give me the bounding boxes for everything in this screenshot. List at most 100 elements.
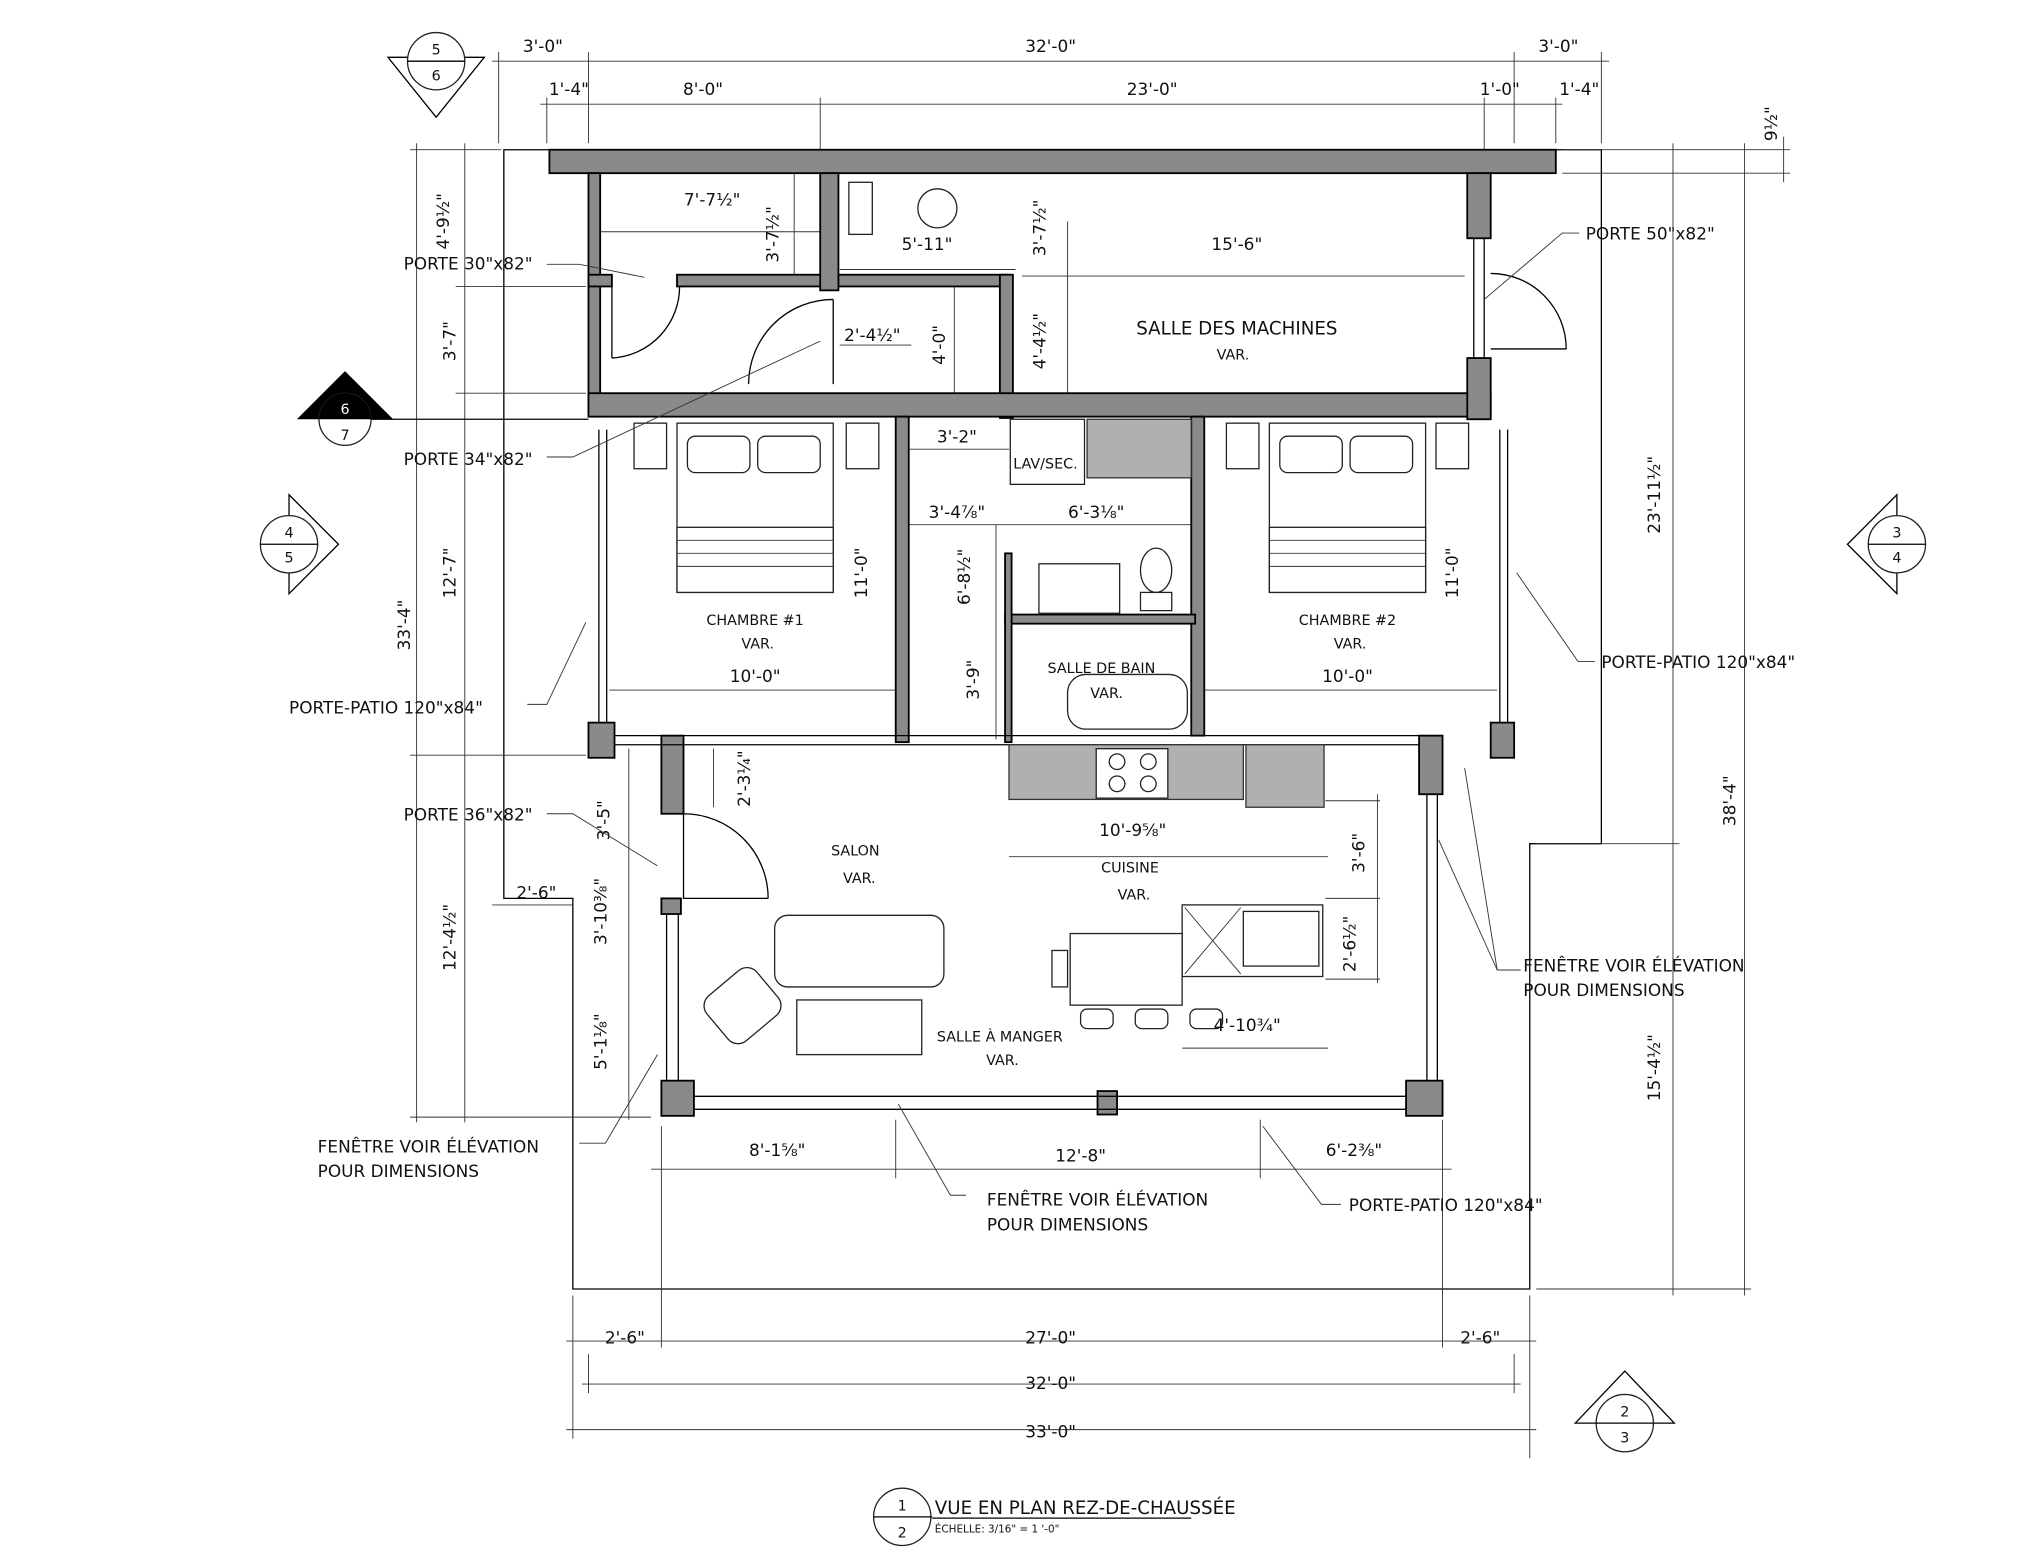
svg-text:6'-2⅜": 6'-2⅜" (1326, 1140, 1382, 1160)
svg-text:2'-3¼": 2'-3¼" (734, 750, 754, 806)
svg-text:4'-10¾": 4'-10¾" (1214, 1015, 1281, 1035)
svg-text:3'-0": 3'-0" (1538, 36, 1578, 56)
plan-title: VUE EN PLAN REZ-DE-CHAUSSÉE (935, 1497, 1236, 1519)
leader-lines (527, 232, 1595, 1205)
svg-text:VAR.: VAR. (986, 1053, 1019, 1069)
note-porte-30: PORTE 30"x82" (404, 254, 533, 274)
svg-text:2'-6": 2'-6" (1460, 1328, 1500, 1348)
room-salle-a-manger: SALLE À MANGER (937, 1028, 1063, 1046)
svg-text:15'-6": 15'-6" (1211, 234, 1262, 254)
furniture (633, 181, 1470, 1056)
svg-text:VAR.: VAR. (1217, 347, 1250, 363)
svg-text:5: 5 (284, 550, 293, 566)
plan-scale: ÉCHELLE: 3/16" = 1 '-0" (935, 1522, 1060, 1535)
svg-text:8'-0": 8'-0" (683, 79, 723, 99)
room-salle-des-machines: SALLE DES MACHINES (1136, 319, 1337, 340)
svg-text:3'-4⅞": 3'-4⅞" (929, 502, 985, 522)
svg-text:5'-1⅛": 5'-1⅛" (591, 1013, 611, 1069)
svg-text:3'-9": 3'-9" (963, 660, 983, 700)
svg-text:2'-6½": 2'-6½" (1339, 916, 1359, 972)
svg-text:2'-6": 2'-6" (605, 1328, 645, 1348)
room-salle-de-bain: SALLE DE BAIN (1048, 661, 1156, 677)
svg-text:12'-7": 12'-7" (440, 547, 460, 598)
svg-text:6: 6 (340, 402, 349, 418)
svg-text:4: 4 (284, 526, 293, 542)
svg-text:6: 6 (432, 69, 441, 85)
svg-text:38'-4": 38'-4" (1719, 775, 1739, 826)
svg-text:7'-7½": 7'-7½" (684, 190, 740, 210)
svg-text:FENÊTRE VOIR ÉLÉVATION: FENÊTRE VOIR ÉLÉVATION (987, 1189, 1208, 1210)
svg-text:11'-0": 11'-0" (851, 547, 871, 598)
svg-text:23'-0": 23'-0" (1127, 79, 1178, 99)
note-porte-36: PORTE 36"x82" (404, 804, 533, 824)
svg-text:2'-4½": 2'-4½" (844, 325, 900, 345)
svg-text:33'-4": 33'-4" (394, 600, 414, 651)
svg-text:32'-0": 32'-0" (1025, 1373, 1076, 1393)
svg-text:15'-4½": 15'-4½" (1644, 1034, 1664, 1101)
svg-text:7: 7 (340, 428, 349, 444)
svg-text:32'-0": 32'-0" (1025, 36, 1076, 56)
section-marker-4-5: 45 (259, 493, 340, 596)
note-patio-left: PORTE-PATIO 120"x84" (289, 698, 483, 718)
svg-text:POUR DIMENSIONS: POUR DIMENSIONS (987, 1214, 1148, 1234)
svg-text:1: 1 (898, 1498, 907, 1514)
svg-text:POUR DIMENSIONS: POUR DIMENSIONS (318, 1161, 479, 1181)
svg-text:11'-0": 11'-0" (1442, 547, 1462, 598)
svg-text:8'-1⅝": 8'-1⅝" (749, 1140, 805, 1160)
svg-text:4'-4½": 4'-4½" (1029, 313, 1049, 369)
room-cuisine: CUISINE (1101, 860, 1159, 876)
note-porte-50: PORTE 50"x82" (1586, 224, 1715, 244)
svg-text:10'-0": 10'-0" (1322, 666, 1373, 686)
svg-text:10'-9⅝": 10'-9⅝" (1099, 820, 1166, 840)
svg-text:FENÊTRE VOIR ÉLÉVATION: FENÊTRE VOIR ÉLÉVATION (318, 1135, 539, 1156)
dimension-texts: 3'-0" 32'-0" 3'-0" 1'-4" 8'-0" 23'-0" 1'-0" 1'… (394, 36, 1781, 1441)
svg-text:1'-4": 1'-4" (549, 79, 589, 99)
svg-text:3'-2": 3'-2" (937, 427, 977, 447)
svg-text:9½": 9½" (1761, 106, 1781, 141)
svg-text:1'-4": 1'-4" (1559, 79, 1599, 99)
svg-text:2'-6": 2'-6" (516, 882, 556, 902)
var-tags: VAR. VAR. VAR. VAR. VAR. VAR. VAR. (741, 347, 1366, 1069)
room-lav-sec: LAV/SEC. (1013, 457, 1077, 473)
section-marker-6-7: 67 (296, 371, 589, 446)
svg-text:3: 3 (1892, 526, 1901, 542)
door-swings (611, 272, 1567, 900)
room-salon: SALON (831, 843, 880, 859)
svg-text:6'-3⅛": 6'-3⅛" (1068, 502, 1124, 522)
site-outline (503, 149, 1603, 1290)
svg-text:3'-5": 3'-5" (593, 800, 613, 840)
svg-text:4: 4 (1892, 550, 1901, 566)
svg-text:3'-7½": 3'-7½" (763, 206, 783, 262)
svg-text:VAR.: VAR. (741, 636, 774, 652)
note-porte-34: PORTE 34"x82" (404, 449, 533, 469)
section-marker-2-3: 23 (1573, 1370, 1676, 1453)
svg-text:VAR.: VAR. (1334, 636, 1367, 652)
room-chambre-1: CHAMBRE #1 (706, 613, 803, 629)
svg-text:VAR.: VAR. (1118, 888, 1151, 904)
svg-text:FENÊTRE VOIR ÉLÉVATION: FENÊTRE VOIR ÉLÉVATION (1523, 954, 1744, 975)
svg-text:5: 5 (432, 43, 441, 59)
note-patio-bottom: PORTE-PATIO 120"x84" (1349, 1195, 1543, 1215)
svg-text:12'-8": 12'-8" (1055, 1145, 1106, 1165)
svg-text:12'-4½": 12'-4½" (440, 904, 460, 971)
room-chambre-2: CHAMBRE #2 (1299, 613, 1396, 629)
svg-text:3'-0": 3'-0" (523, 36, 563, 56)
svg-text:3'-7½": 3'-7½" (1029, 200, 1049, 256)
drawing-title: 1 2 VUE EN PLAN REZ-DE-CHAUSSÉE ÉCHELLE: … (872, 1487, 1236, 1547)
svg-text:10'-0": 10'-0" (730, 666, 781, 686)
svg-text:VAR.: VAR. (1090, 686, 1123, 702)
section-marker-3-4: 34 (1846, 493, 1927, 596)
svg-text:2: 2 (898, 1526, 907, 1542)
svg-text:POUR DIMENSIONS: POUR DIMENSIONS (1523, 980, 1684, 1000)
svg-text:1'-0": 1'-0" (1480, 79, 1520, 99)
svg-text:VAR.: VAR. (843, 871, 876, 887)
svg-text:4'-0": 4'-0" (929, 325, 949, 365)
svg-text:3'-6": 3'-6" (1348, 833, 1368, 873)
svg-text:23'-11½": 23'-11½" (1644, 456, 1664, 534)
section-marker-5-6: 56 (386, 31, 486, 119)
svg-text:3'-10⅜": 3'-10⅜" (591, 878, 611, 945)
svg-text:2: 2 (1620, 1405, 1629, 1421)
svg-text:6'-8½": 6'-8½" (954, 549, 974, 605)
svg-text:4'-9½": 4'-9½" (433, 193, 453, 249)
